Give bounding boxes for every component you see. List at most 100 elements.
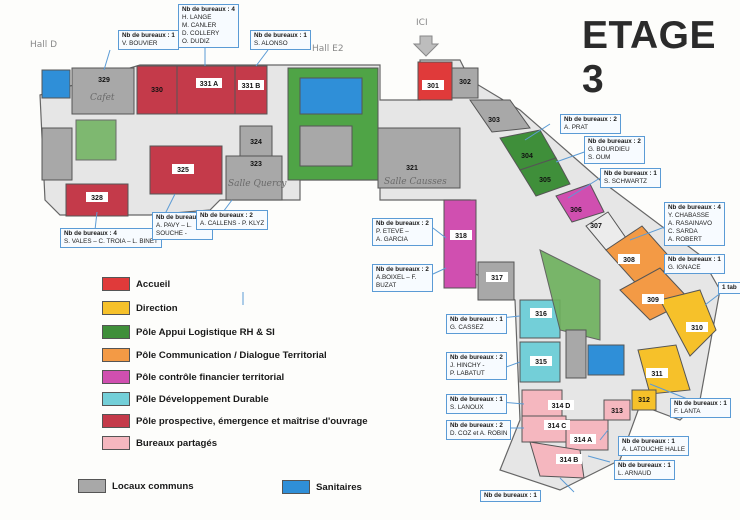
legend-label: Pôle prospective, émergence et maîtrise … bbox=[136, 415, 368, 427]
room-number-331a: 331 A bbox=[200, 81, 218, 88]
legend-direction: Direction bbox=[102, 301, 178, 315]
room-323 bbox=[225, 155, 283, 201]
callout-header: Nb de bureaux : 1 bbox=[484, 492, 537, 499]
callout-line: G. BOURDIEU bbox=[588, 146, 630, 153]
legend-sanitaires: Sanitaires bbox=[282, 480, 362, 494]
room-number-314a: 314 A bbox=[574, 437, 592, 444]
room-312 bbox=[631, 389, 657, 411]
legend-label: Direction bbox=[136, 302, 178, 314]
callout-header: Nb de bureaux : 2 bbox=[588, 138, 641, 145]
room-303 bbox=[469, 99, 531, 133]
room-number-302: 302 bbox=[459, 79, 471, 86]
legend-label: Locaux communs bbox=[112, 480, 194, 492]
room-number-303: 303 bbox=[488, 117, 500, 124]
legend-label: Pôle contrôle financier territorial bbox=[136, 371, 285, 383]
callout-coz: Nb de bureaux : 2 D. COZ et A. ROBIN bbox=[446, 420, 512, 440]
callout-latouche: Nb de bureaux : 1 A. LATOUCHE HALLE bbox=[618, 436, 690, 456]
callout-header: 1 tab bbox=[722, 284, 737, 291]
callout-line: S. LANOUX bbox=[450, 404, 484, 411]
callout-line: S. VALES – C. TROIA – L. BINET bbox=[64, 238, 158, 245]
callout-line: Y. CHABASSE bbox=[668, 212, 710, 219]
callout-line: H. LANGE bbox=[182, 14, 212, 21]
callout-line: F. LANTA bbox=[674, 408, 701, 415]
room-number-314b: 314 B bbox=[560, 457, 579, 464]
callout-header: Nb de bureaux : 1 bbox=[450, 316, 503, 323]
room-318 bbox=[443, 199, 477, 289]
legend-swatch bbox=[102, 436, 130, 450]
callout-header: Nb de bureaux : 1 bbox=[618, 462, 671, 469]
hand-label-quercy: Salle Quercy bbox=[228, 179, 287, 189]
callout-ignace: Nb de bureaux : 1 G. IGNACE bbox=[664, 254, 725, 274]
callout-bouvier: Nb de bureaux : 1 V. BOUVIER bbox=[118, 30, 179, 50]
legend-label: Bureaux partagés bbox=[136, 437, 218, 449]
callout-header: Nb de bureaux : 4 bbox=[182, 6, 235, 13]
callout-line: S. SCHWARTZ bbox=[604, 178, 648, 185]
callout-header: Nb de bureaux : 1 bbox=[122, 32, 175, 39]
room-number-314c: 314 C bbox=[548, 423, 567, 430]
callout-header: Nb de bureaux : 4 bbox=[64, 230, 117, 237]
room-green-west bbox=[75, 119, 117, 161]
room-number-325: 325 bbox=[177, 167, 189, 174]
legend-swatch bbox=[102, 277, 130, 291]
callout-header: Nb de bureaux : 2 bbox=[450, 422, 503, 429]
callout-line: SOUCHE - bbox=[156, 230, 187, 237]
callout-line: J. HINCHY - bbox=[450, 362, 485, 369]
room-numbers: 329 330 331 A 331 B 324 323 325 328 321 … bbox=[86, 77, 708, 464]
room-number-306: 306 bbox=[570, 207, 582, 214]
room-number-301: 301 bbox=[427, 83, 439, 90]
room-302 bbox=[451, 67, 479, 99]
callout-boixel: Nb de bureaux : 2 A.BOIXEL – F. BUZAT bbox=[372, 264, 433, 292]
callout-eteve: Nb de bureaux : 2 P. ETEVE – A. GARCIA bbox=[372, 218, 433, 246]
callout-header: Nb de bureaux : 2 bbox=[156, 214, 209, 221]
room-sanitaires-core bbox=[299, 77, 363, 115]
room-number-321: 321 bbox=[406, 165, 418, 172]
callout-chabasse: Nb de bureaux : 4 Y. CHABASSE A. RASAINA… bbox=[664, 202, 725, 246]
hand-label-hall-d: Hall D bbox=[30, 40, 58, 50]
room-number-310: 310 bbox=[691, 325, 703, 332]
room-number-330: 330 bbox=[151, 87, 163, 94]
callout-bourdieu: Nb de bureaux : 2 G. BOURDIEU S. OUM bbox=[584, 136, 645, 164]
callout-header: Nb de bureaux : 2 bbox=[376, 266, 429, 273]
callout-header: Nb de bureaux : 1 bbox=[622, 438, 675, 445]
callout-line: D. COZ et A. ROBIN bbox=[450, 430, 508, 437]
legend-locaux-communs: Locaux communs bbox=[78, 479, 194, 493]
callout-callens: Nb de bureaux : 2 A. CALLENS - P. KLYZ bbox=[196, 210, 269, 230]
callout-arnaud: Nb de bureaux : 1 L. ARNAUD bbox=[614, 460, 675, 480]
room-number-331b: 331 B bbox=[242, 83, 261, 90]
room-number-317: 317 bbox=[491, 275, 503, 282]
legend-swatch bbox=[282, 480, 310, 494]
room-329 bbox=[71, 67, 135, 115]
page-title: ETAGE 3 bbox=[582, 14, 716, 101]
room-number-309: 309 bbox=[647, 297, 659, 304]
callout-line: S. ALONSO bbox=[254, 40, 288, 47]
callout-alonso: Nb de bureaux : 1 S. ALONSO bbox=[250, 30, 311, 50]
room-number-323: 323 bbox=[250, 161, 262, 168]
room-313 bbox=[603, 399, 631, 421]
legend-swatch bbox=[102, 301, 130, 315]
room-stair-west bbox=[41, 127, 73, 181]
legend-swatch bbox=[102, 325, 130, 339]
legend-label: Pôle Appui Logistique RH & SI bbox=[136, 326, 275, 338]
callout-header: Nb de bureaux : 2 bbox=[376, 220, 429, 227]
legend-swatch bbox=[102, 370, 130, 384]
legend-bureaux-partages: Bureaux partagés bbox=[102, 436, 217, 450]
callout-line: A. PRAT bbox=[564, 124, 589, 131]
callout-line: A. LATOUCHE HALLE bbox=[622, 446, 686, 453]
callout-edge: 1 tab bbox=[718, 282, 740, 294]
callout-header: Nb de bureaux : 1 bbox=[668, 256, 721, 263]
room-number-308: 308 bbox=[623, 257, 635, 264]
room-stair-core bbox=[299, 125, 353, 167]
callout-line: S. OUM bbox=[588, 154, 611, 161]
callout-hinchy: Nb de bureaux : 2 J. HINCHY - P. LABATUT bbox=[446, 352, 507, 380]
callout-header: Nb de bureaux : 2 bbox=[200, 212, 253, 219]
room-number-328: 328 bbox=[91, 195, 103, 202]
legend-pole-controle: Pôle contrôle financier territorial bbox=[102, 370, 284, 384]
legend-pole-communication: Pôle Communication / Dialogue Territoria… bbox=[102, 348, 327, 362]
room-number-329: 329 bbox=[98, 77, 110, 84]
callout-vales: Nb de bureaux : 4 S. VALES – C. TROIA – … bbox=[60, 228, 162, 248]
room-305 bbox=[519, 157, 571, 197]
callout-bottom: Nb de bureaux : 1 bbox=[480, 490, 541, 502]
callout-prat: Nb de bureaux : 2 A. PRAT bbox=[560, 114, 621, 134]
callout-line: V. BOUVIER bbox=[122, 40, 158, 47]
